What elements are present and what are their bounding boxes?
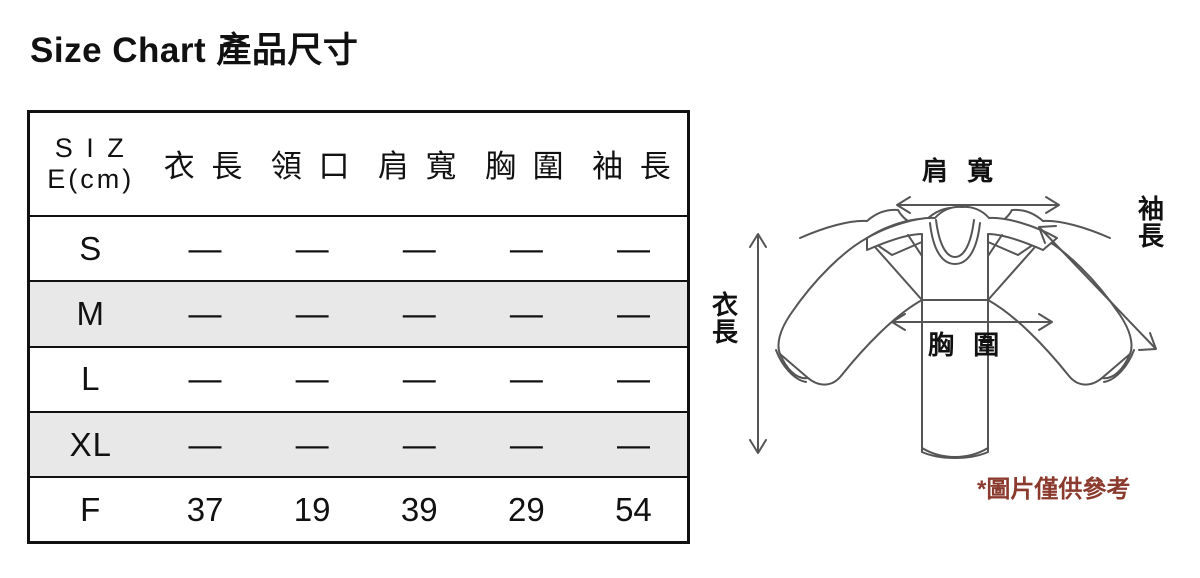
cell-shoulder: — [365, 215, 473, 283]
column-header-length: 衣 長 [151, 113, 259, 217]
cell-chest: — [472, 346, 580, 413]
cell-neck: — [258, 346, 366, 413]
cell-length: — [151, 346, 259, 413]
cell-sleeve: — [579, 281, 687, 348]
cell-neck: — [258, 411, 366, 479]
column-header-sleeve: 袖 長 [579, 113, 687, 217]
cell-chest: — [472, 281, 580, 348]
body-length-arrow [749, 233, 767, 454]
cell-shoulder: — [365, 411, 473, 479]
column-header-chest: 胸 圍 [472, 113, 580, 217]
cell-neck: — [258, 215, 366, 283]
cell-chest: — [472, 215, 580, 283]
cell-length: 37 [186, 490, 224, 528]
table-row: XL — — — — — [30, 411, 687, 479]
table-row: L — — — — — [30, 346, 687, 413]
column-header-shoulder: 肩 寬 [365, 113, 473, 217]
size-chart-table: S I Z E(cm) 衣 長 領 口 肩 寬 胸 圍 袖 長 S — — — … [27, 110, 690, 544]
table-header-row: S I Z E(cm) 衣 長 領 口 肩 寬 胸 圍 袖 長 [30, 113, 687, 217]
row-size-label: M [30, 281, 152, 348]
row-size-label: XL [30, 411, 152, 479]
cell-sleeve: — [579, 215, 687, 283]
cell-shoulder: — [365, 281, 473, 348]
cell-length: — [151, 281, 259, 348]
cell-sleeve: — [579, 346, 687, 413]
sleeve-length-arrow [1038, 225, 1157, 351]
row-size-label: F [80, 490, 102, 528]
dimension-label-body-length: 衣長 [711, 290, 738, 348]
column-header-neck: 領 口 [258, 113, 366, 217]
cell-length: — [151, 215, 259, 283]
page-title: Size Chart 產品尺寸 [30, 31, 359, 70]
garment-measurement-diagram: 肩 寬 胸 圍 袖長 衣長 *圖片僅供參考 [690, 100, 1200, 578]
cell-shoulder: 39 [400, 490, 438, 528]
cell-length: — [151, 411, 259, 479]
cell-chest: — [472, 411, 580, 479]
sweatshirt-illustration [749, 196, 1157, 459]
dimension-label-sleeve: 袖長 [1137, 194, 1164, 252]
cell-neck: — [258, 281, 366, 348]
table-row: F 37 19 39 29 54 [30, 477, 687, 541]
table-row: M — — — — — [30, 281, 687, 348]
row-size-label: L [30, 346, 152, 413]
column-header-size: S I Z E(cm) [30, 113, 152, 217]
reference-footnote: *圖片僅供參考 [977, 476, 1131, 503]
cell-shoulder: — [365, 346, 473, 413]
dimension-label-chest: 胸 圍 [928, 330, 1006, 360]
cell-neck: 19 [293, 490, 331, 528]
cell-sleeve: — [579, 411, 687, 479]
chest-width-arrow [891, 313, 1053, 331]
dimension-label-shoulder: 肩 寬 [922, 156, 1000, 186]
cell-sleeve: 54 [615, 490, 652, 528]
row-size-label: S [30, 215, 152, 283]
cell-chest: 29 [507, 490, 545, 528]
table-row: S — — — — — [30, 215, 687, 283]
shoulder-width-arrow [896, 196, 1060, 214]
